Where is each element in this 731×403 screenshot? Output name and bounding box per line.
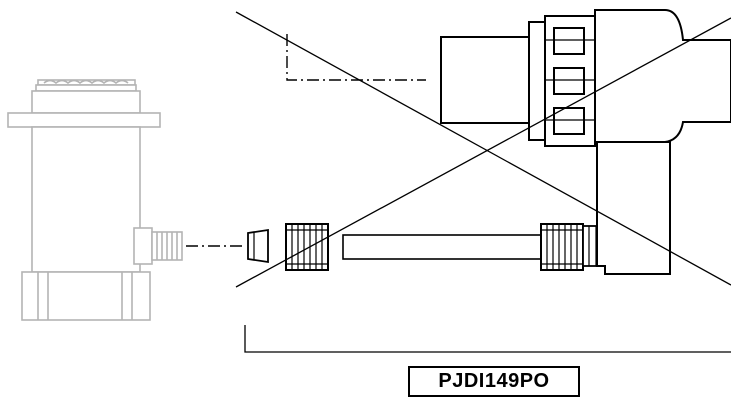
dash-dot-leader: [286, 34, 426, 81]
right-knurled-nut: [540, 223, 584, 271]
part-number-label: PJDI149PO: [408, 366, 580, 397]
cross-line-2: [235, 17, 731, 288]
cross-line-1: [235, 11, 731, 286]
ferrule: [247, 228, 269, 264]
left-knurled-nut: [285, 223, 329, 271]
faded-housing: [7, 79, 183, 321]
dimension-bracket: [244, 325, 731, 353]
connecting-tube: [342, 234, 542, 260]
